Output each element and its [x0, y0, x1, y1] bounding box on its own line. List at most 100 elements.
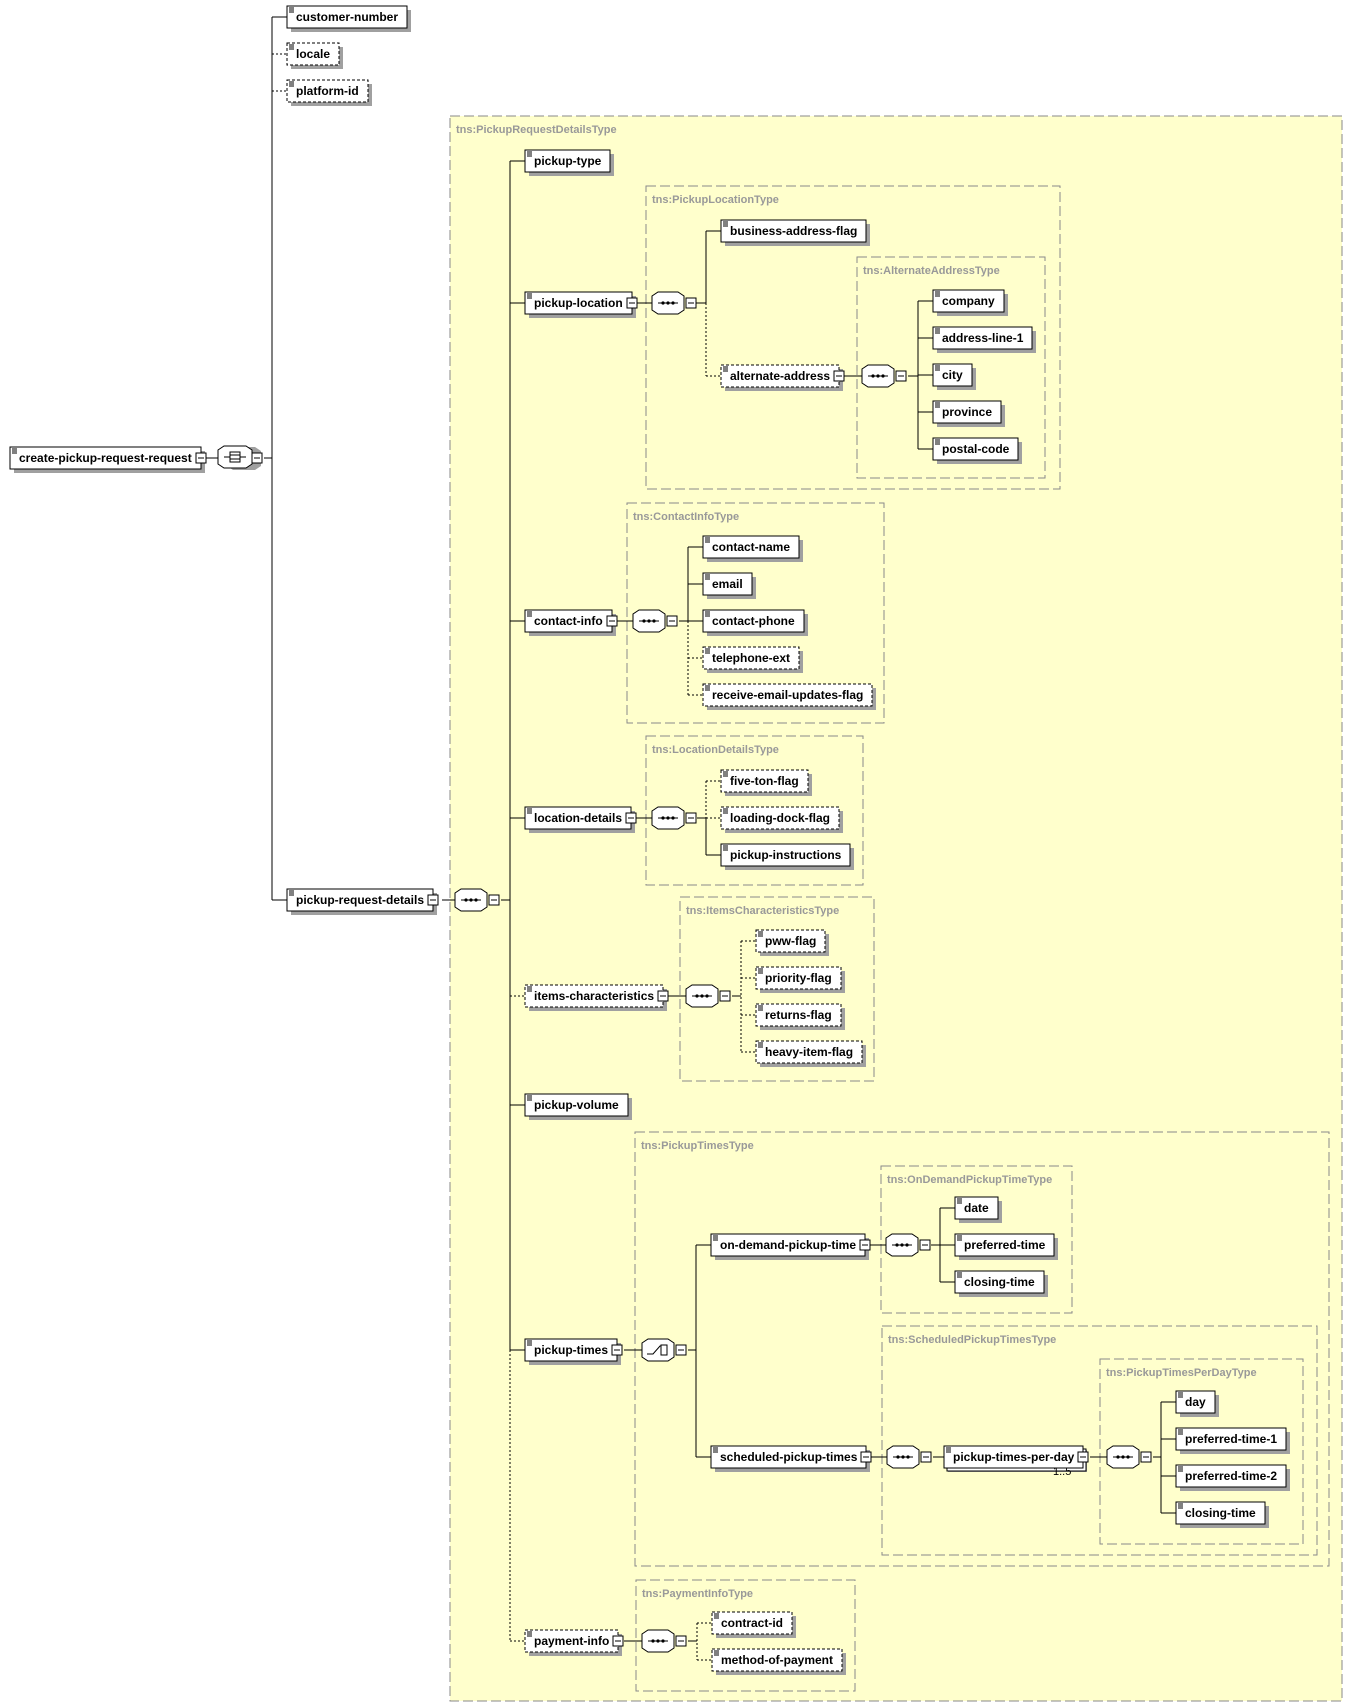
element-items-characteristics[interactable]: items-characteristics	[524, 984, 669, 1011]
element-label: contract-id	[721, 1616, 783, 1630]
element-city[interactable]: city	[932, 363, 976, 390]
element-lines-icon	[1178, 1503, 1183, 1509]
collapse-toggle-compositor-alternate-address[interactable]	[895, 370, 907, 382]
element-locale[interactable]: locale	[286, 42, 343, 69]
element-label: heavy-item-flag	[765, 1045, 853, 1059]
element-lines-icon	[758, 1042, 763, 1048]
collapse-toggle[interactable]	[657, 990, 669, 1002]
collapse-toggle[interactable]	[625, 812, 637, 824]
element-day[interactable]: day	[1175, 1390, 1219, 1417]
element-contact-phone[interactable]: contact-phone	[702, 609, 808, 636]
element-lines-icon	[713, 1447, 718, 1453]
element-postal-code[interactable]: postal-code	[932, 437, 1022, 464]
element-lines-icon	[957, 1235, 962, 1241]
element-platform-id[interactable]: platform-id	[286, 79, 372, 106]
collapse-toggle[interactable]	[195, 452, 207, 464]
element-date[interactable]: date	[954, 1196, 1002, 1223]
element-location-details[interactable]: location-details	[524, 806, 637, 833]
element-lines-icon	[714, 1613, 719, 1619]
element-returns-flag[interactable]: returns-flag	[755, 1003, 845, 1030]
element-create-pickup-request-request[interactable]: create-pickup-request-request	[9, 446, 207, 473]
sequence-compositor-on-demand	[885, 1233, 919, 1257]
element-lines-icon	[527, 986, 532, 992]
collapse-toggle-compositor-scheduled[interactable]	[920, 1451, 932, 1463]
element-lines-icon	[723, 808, 728, 814]
element-method-of-payment[interactable]: method-of-payment	[711, 1648, 846, 1675]
collapse-toggle[interactable]	[833, 370, 845, 382]
collapse-toggle-compositor-per-day[interactable]	[1140, 1451, 1152, 1463]
element-lines-icon	[289, 7, 294, 13]
element-heavy-item-flag[interactable]: heavy-item-flag	[755, 1040, 866, 1067]
collapse-toggle-compositor-contact-info[interactable]	[666, 615, 678, 627]
element-lines-icon	[723, 366, 728, 372]
collapse-toggle[interactable]	[626, 297, 638, 309]
element-pickup-instructions[interactable]: pickup-instructions	[720, 843, 854, 870]
collapse-toggle[interactable]	[612, 1635, 624, 1647]
element-telephone-ext[interactable]: telephone-ext	[702, 646, 803, 673]
element-pickup-request-details[interactable]: pickup-request-details	[286, 888, 439, 915]
element-province[interactable]: province	[932, 400, 1005, 427]
element-label: pickup-instructions	[730, 848, 842, 862]
collapse-toggle-compositor-on-demand[interactable]	[919, 1239, 931, 1251]
element-pww-flag[interactable]: pww-flag	[755, 929, 829, 956]
collapse-toggle[interactable]	[860, 1451, 872, 1463]
element-business-address-flag[interactable]: business-address-flag	[720, 219, 870, 246]
element-label: postal-code	[942, 442, 1010, 456]
element-label: pickup-type	[534, 154, 602, 168]
collapse-toggle-compositor-pickup-times[interactable]	[675, 1344, 687, 1356]
element-lines-icon	[289, 81, 294, 87]
multiplicity-label: 1..5	[1053, 1466, 1071, 1478]
sequence-compositor-scheduled	[886, 1445, 920, 1469]
type-label-items-characteristics: tns:ItemsCharacteristicsType	[686, 905, 839, 917]
element-pickup-times-per-day[interactable]: pickup-times-per-day	[943, 1445, 1089, 1472]
collapse-toggle-compositor-items[interactable]	[719, 990, 731, 1002]
collapse-toggle-compositor-payment-info[interactable]	[675, 1635, 687, 1647]
element-scheduled-pickup-times[interactable]: scheduled-pickup-times	[710, 1445, 872, 1472]
element-company[interactable]: company	[932, 289, 1008, 316]
element-label: locale	[296, 47, 330, 61]
element-contact-name[interactable]: contact-name	[702, 535, 803, 562]
element-label: business-address-flag	[730, 224, 857, 238]
element-contract-id[interactable]: contract-id	[711, 1611, 796, 1638]
element-preferred-time-1[interactable]: preferred-time-1	[1175, 1427, 1290, 1454]
element-receive-email-updates-flag[interactable]: receive-email-updates-flag	[702, 683, 876, 710]
type-box-payment-info	[635, 1579, 856, 1692]
element-label: city	[942, 368, 963, 382]
element-on-demand-pickup-time[interactable]: on-demand-pickup-time	[710, 1233, 871, 1260]
collapse-toggle[interactable]	[427, 894, 439, 906]
collapse-toggle[interactable]	[1077, 1451, 1089, 1463]
element-pickup-location[interactable]: pickup-location	[524, 291, 638, 318]
element-payment-info[interactable]: payment-info	[524, 1629, 624, 1656]
collapse-toggle[interactable]	[606, 615, 618, 627]
element-email[interactable]: email	[702, 572, 756, 599]
element-contact-info[interactable]: contact-info	[524, 609, 618, 636]
element-pickup-volume[interactable]: pickup-volume	[524, 1093, 632, 1120]
element-customer-number[interactable]: customer-number	[286, 5, 411, 32]
element-address-line-1[interactable]: address-line-1	[932, 326, 1036, 353]
collapse-toggle[interactable]	[859, 1239, 871, 1251]
element-priority-flag[interactable]: priority-flag	[755, 966, 845, 993]
element-loading-dock-flag[interactable]: loading-dock-flag	[720, 806, 843, 833]
element-preferred-time-2[interactable]: preferred-time-2	[1175, 1464, 1290, 1491]
element-lines-icon	[527, 1340, 532, 1346]
collapse-toggle-compositor-location-details[interactable]	[685, 812, 697, 824]
element-preferred-time[interactable]: preferred-time	[954, 1233, 1058, 1260]
element-label: pickup-location	[534, 296, 623, 310]
element-label: pickup-times-per-day	[953, 1450, 1075, 1464]
element-label: items-characteristics	[534, 989, 654, 1003]
element-five-ton-flag[interactable]: five-ton-flag	[720, 769, 812, 796]
type-box-contact-info	[626, 502, 885, 724]
element-closing-time[interactable]: closing-time	[1175, 1501, 1269, 1528]
element-lines-icon	[527, 808, 532, 814]
collapse-toggle-compositor-pickup-location[interactable]	[685, 297, 697, 309]
element-alternate-address[interactable]: alternate-address	[720, 364, 845, 391]
element-pickup-times[interactable]: pickup-times	[524, 1338, 623, 1365]
element-lines-icon	[935, 365, 940, 371]
element-label: pickup-volume	[534, 1098, 619, 1112]
collapse-toggle-compositor-root[interactable]	[251, 452, 263, 464]
collapse-toggle-compositor-prd[interactable]	[488, 894, 500, 906]
element-pickup-type[interactable]: pickup-type	[524, 149, 614, 176]
element-closing-time[interactable]: closing-time	[954, 1270, 1048, 1297]
sequence-compositor-contact-info	[632, 609, 666, 633]
collapse-toggle[interactable]	[611, 1344, 623, 1356]
